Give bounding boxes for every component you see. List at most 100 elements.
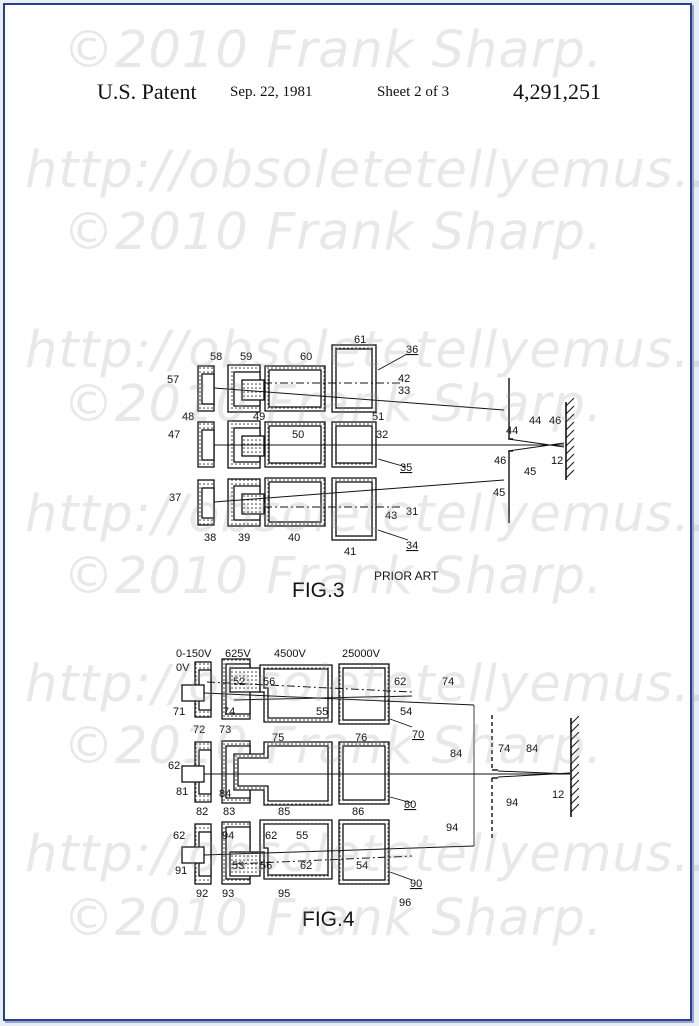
fig4-label: 54 <box>356 860 368 872</box>
fig4-label: 93 <box>222 888 234 900</box>
fig3-label: 31 <box>406 506 418 518</box>
fig4-label: 73 <box>219 724 231 736</box>
fig4-label: 91 <box>175 865 187 877</box>
fig4-label: 74 <box>442 676 454 688</box>
fig3-label: 44 <box>529 415 541 427</box>
fig4-label: 75 <box>272 732 284 744</box>
fig3-label: 41 <box>344 546 356 558</box>
fig4-label: 54 <box>400 706 412 718</box>
fig4-label: 74 <box>498 743 510 755</box>
patent-number: 4,291,251 <box>513 79 601 104</box>
fig4-label: 74 <box>223 706 235 718</box>
fig3-caption: FIG.3 <box>292 579 345 602</box>
fig4-shadow-mask <box>491 715 498 840</box>
fig4-diagram <box>181 658 580 885</box>
fig4-label: 62 <box>265 830 277 842</box>
sheet-number: Sheet 2 of 3 <box>377 84 450 100</box>
fig4-beams <box>203 681 571 865</box>
fig4-label: 53 <box>232 860 244 872</box>
fig4-label: 92 <box>196 888 208 900</box>
fig3-label: 51 <box>372 411 384 423</box>
fig3-label: 50 <box>292 429 304 441</box>
fig3-label: 34 <box>406 540 418 552</box>
fig3-label: 46 <box>549 415 561 427</box>
fig4-caption: FIG.4 <box>302 908 355 931</box>
fig3-label: 35 <box>400 462 412 474</box>
fig4-label: 84 <box>526 743 538 755</box>
fig4-gun-70 <box>181 658 390 725</box>
fig4-labels: 0-150V 625V 4500V 25000V 0V 52 56 62 74 … <box>168 648 564 931</box>
fig4-label: 52 <box>233 676 245 688</box>
fig4-label: 84 <box>450 748 462 760</box>
fig4-label: 72 <box>193 724 205 736</box>
fig3-leaders <box>377 353 409 541</box>
fig4-label: 71 <box>173 706 185 718</box>
fig4-label: 81 <box>176 786 188 798</box>
fig4-voltage: 625V <box>225 648 251 660</box>
patent-label: U.S. Patent <box>97 79 197 104</box>
fig4-label: 56 <box>263 676 275 688</box>
fig4-screen <box>570 715 580 817</box>
patent-date: Sep. 22, 1981 <box>230 84 313 100</box>
fig3-label: 42 <box>398 373 410 385</box>
fig4-label: 62 <box>394 676 406 688</box>
fig4-label: 90 <box>410 878 422 890</box>
fig4-label: 55 <box>296 830 308 842</box>
fig3-label: 49 <box>253 411 265 423</box>
fig3-gun-34 <box>197 477 377 541</box>
fig3-label: 43 <box>385 510 397 522</box>
fig3-label: 47 <box>168 429 180 441</box>
fig4-label: 62 <box>300 860 312 872</box>
fig4-voltage: 25000V <box>342 648 381 660</box>
fig4-label: 55 <box>316 706 328 718</box>
fig4-leaders <box>389 718 413 881</box>
fig3-shadow-mask <box>508 378 513 523</box>
fig4-label: 62 <box>173 830 185 842</box>
fig3-label: 48 <box>182 411 194 423</box>
fig3-label: 33 <box>398 385 410 397</box>
fig3-label: 40 <box>288 532 300 544</box>
fig3-label: 37 <box>169 492 181 504</box>
fig3-prior-art: PRIOR ART <box>374 569 439 583</box>
patent-header: U.S. Patent Sep. 22, 1981 Sheet 2 of 3 4… <box>95 79 615 109</box>
patent-drawing: 61 36 58 59 60 57 42 33 48 49 51 47 50 3… <box>167 334 580 931</box>
fig4-label: 82 <box>196 806 208 818</box>
fig4-label: 94 <box>506 797 518 809</box>
fig4-voltage: 0-150V <box>176 648 212 660</box>
fig4-label: 84 <box>219 788 231 800</box>
fig3-beams <box>213 382 565 508</box>
fig4-gun-90 <box>181 819 390 885</box>
fig3-label: 36 <box>406 344 418 356</box>
fig4-voltage: 0V <box>176 662 190 674</box>
fig4-label: 96 <box>399 897 411 909</box>
fig4-label: 80 <box>404 799 416 811</box>
fig3-label: 39 <box>238 532 250 544</box>
fig3-labels: 61 36 58 59 60 57 42 33 48 49 51 47 50 3… <box>167 334 563 602</box>
fig4-label: 95 <box>278 888 290 900</box>
fig4-label: 76 <box>355 732 367 744</box>
fig3-label: 58 <box>210 351 222 363</box>
fig4-gun-80 <box>181 740 390 806</box>
fig3-label: 61 <box>354 334 366 346</box>
fig3-label: 45 <box>493 487 505 499</box>
fig3-gun-36 <box>197 344 377 413</box>
fig4-label: 86 <box>352 806 364 818</box>
fig4-label: 83 <box>223 806 235 818</box>
fig4-label: 56 <box>260 860 272 872</box>
fig4-voltage: 4500V <box>274 648 306 660</box>
fig3-label: 32 <box>376 429 388 441</box>
fig4-label: 94 <box>222 830 234 842</box>
fig4-label: 62 <box>168 760 180 772</box>
patent-sheet: 61 36 58 59 60 57 42 33 48 49 51 47 50 3… <box>3 3 699 1021</box>
fig3-label: 45 <box>524 466 536 478</box>
fig3-label: 38 <box>204 532 216 544</box>
fig3-screen <box>565 397 575 480</box>
fig3-label: 59 <box>240 351 252 363</box>
fig4-label: 70 <box>412 729 424 741</box>
fig4-label: 12 <box>552 789 564 801</box>
fig3-label: 57 <box>167 374 179 386</box>
fig4-label: 94 <box>446 822 458 834</box>
fig3-label: 46 <box>494 455 506 467</box>
fig3-diagram <box>197 344 575 541</box>
fig3-label: 60 <box>300 351 312 363</box>
